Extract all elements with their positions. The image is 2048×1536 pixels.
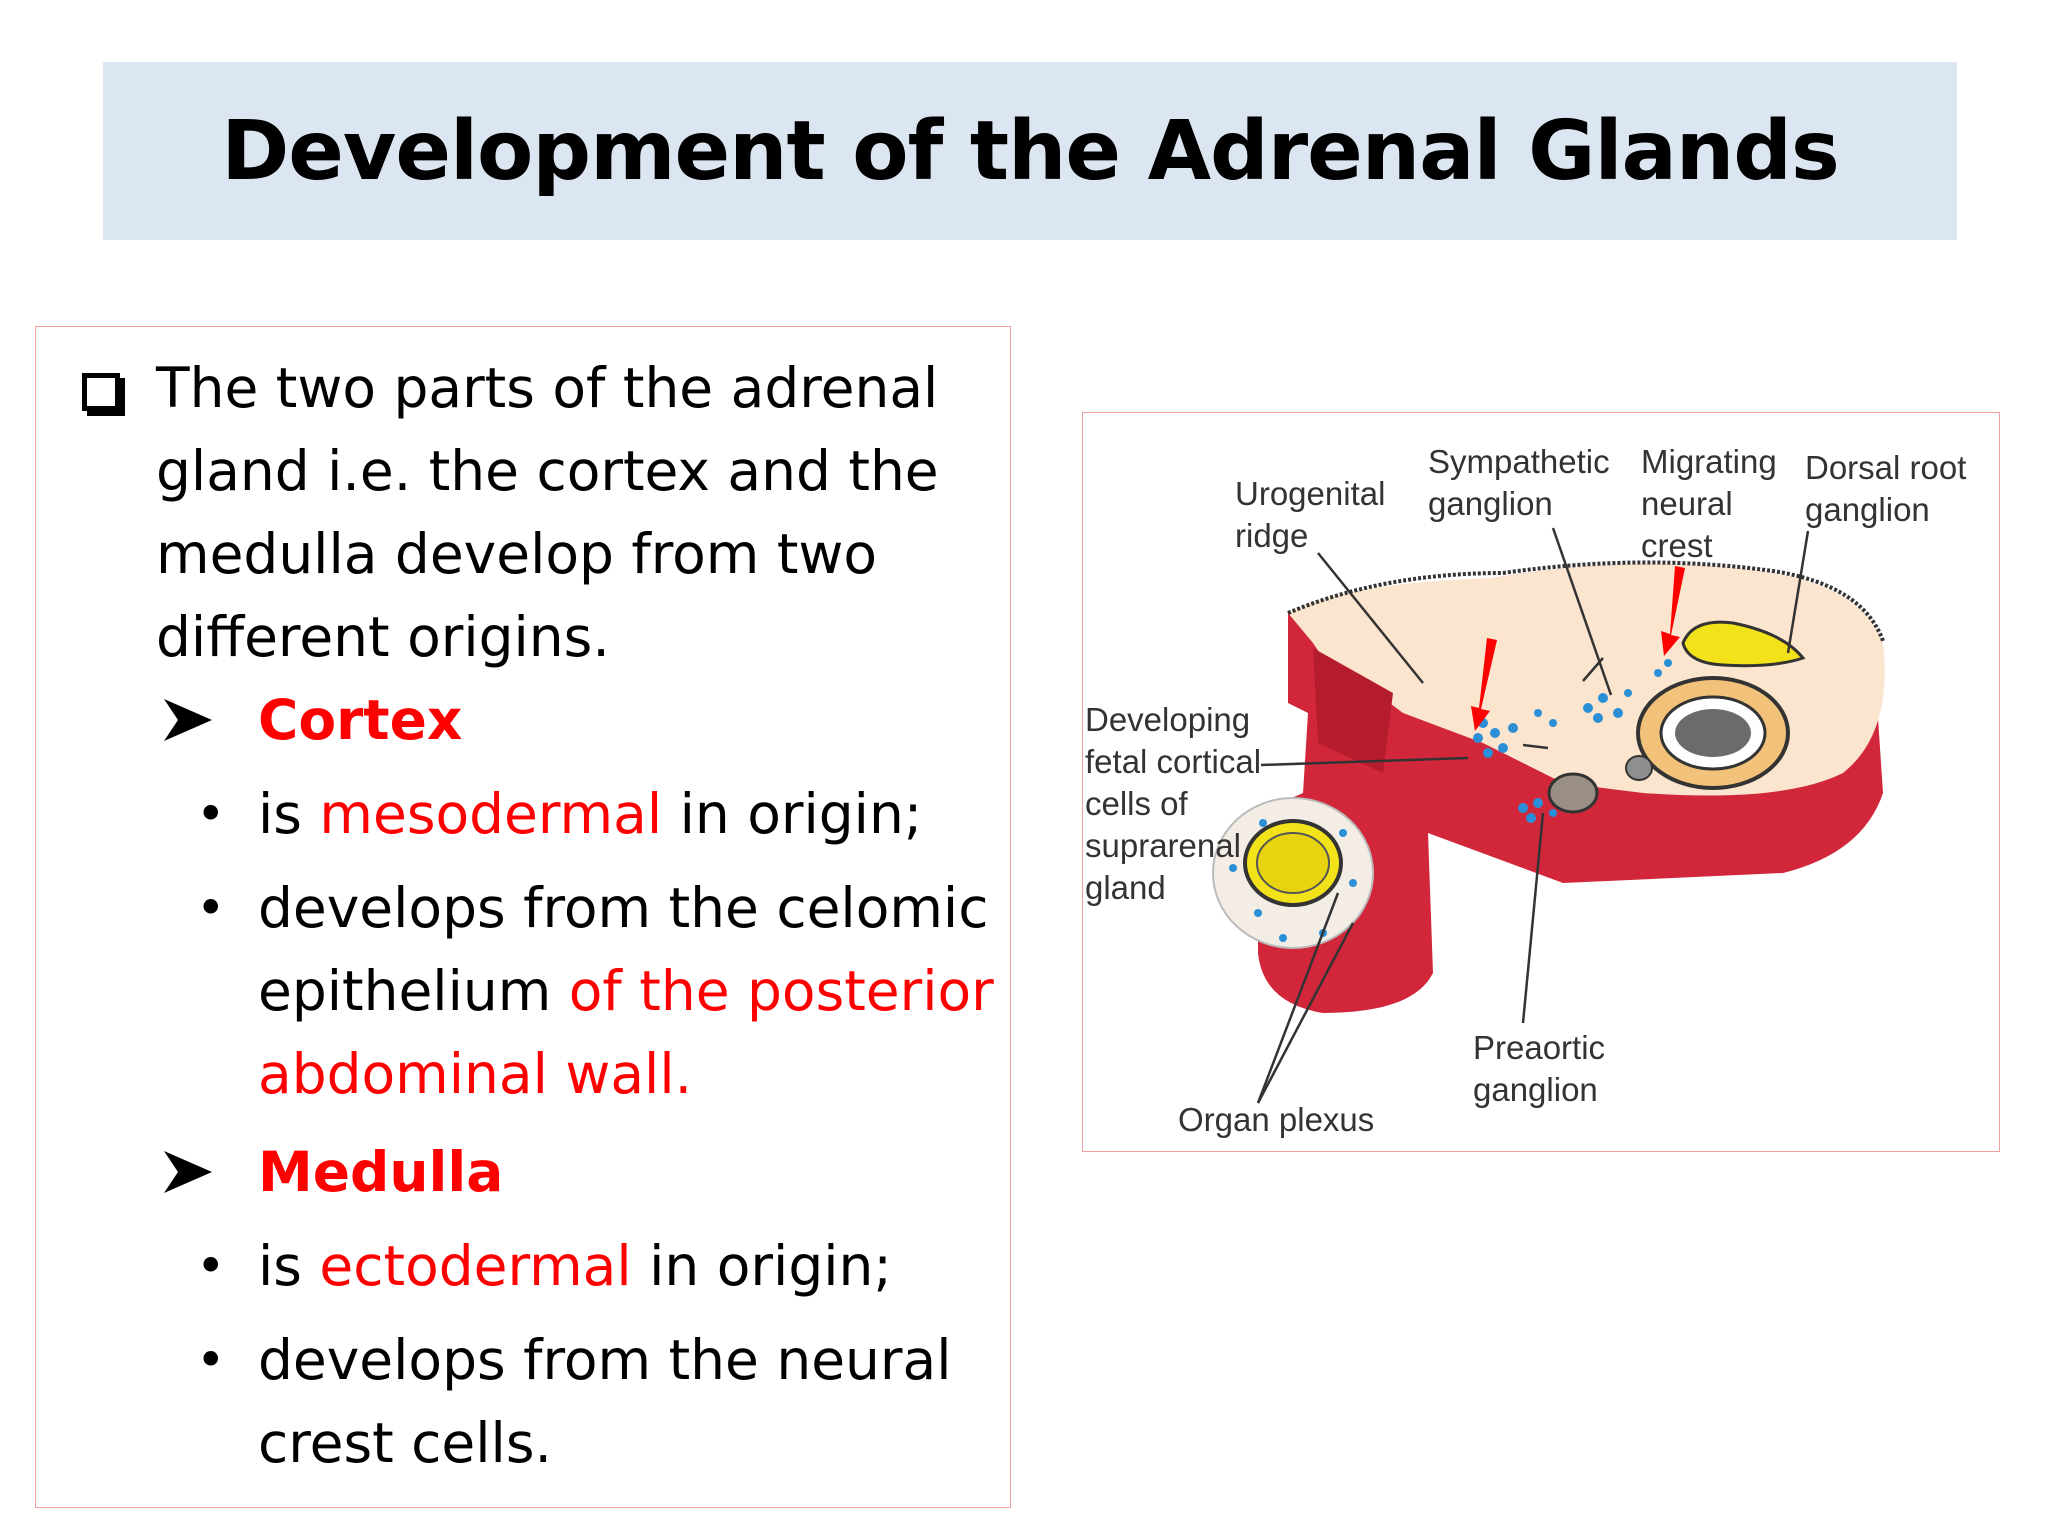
dot-bullet-icon: • xyxy=(196,785,226,843)
label-organ-plexus: Organ plexus xyxy=(1178,1101,1374,1138)
cortex-develops-text: develops from the celomic epithelium of … xyxy=(258,867,998,1116)
label-dorsal-2: ganglion xyxy=(1805,491,1930,528)
medulla-heading: Medulla xyxy=(258,1140,504,1204)
label-sympathetic-2: ganglion xyxy=(1428,485,1553,522)
label-sympathetic-1: Sympathetic xyxy=(1428,443,1610,480)
intro-text: The two parts of the adrenal gland i.e. … xyxy=(156,356,939,669)
arrow-bullet-icon xyxy=(164,699,212,741)
label-developing-4: suprarenal xyxy=(1085,827,1241,864)
cortex-develops-highlight: of the posterior abdominal wall. xyxy=(258,959,994,1106)
title-band: Development of the Adrenal Glands xyxy=(103,62,1957,240)
medulla-origin-prefix: is xyxy=(258,1234,320,1298)
label-migrating-1: Migrating xyxy=(1641,443,1777,480)
red-pointer-arrow-icon xyxy=(1471,566,1685,731)
cortex-origin-highlight: mesodermal xyxy=(319,782,663,846)
dot-bullet-icon: • xyxy=(196,1237,226,1295)
label-developing-5: gland xyxy=(1085,869,1166,906)
label-urogenital-2: ridge xyxy=(1235,517,1308,554)
label-migrating-3: crest xyxy=(1641,527,1713,564)
dorsal-root-ganglion-shape xyxy=(1681,620,1806,668)
dot-bullet-icon: • xyxy=(196,879,226,937)
label-preaortic-2: ganglion xyxy=(1473,1071,1598,1108)
spinal-cord-section xyxy=(1636,676,1790,790)
intro-item: The two parts of the adrenal gland i.e. … xyxy=(60,347,980,679)
medulla-origin-text: is ectodermal in origin; xyxy=(258,1225,998,1308)
medulla-origin-highlight: ectodermal xyxy=(319,1234,632,1298)
checkbox-bullet-icon xyxy=(82,373,120,411)
label-preaortic-1: Preaortic xyxy=(1473,1029,1605,1066)
developing-cortical-cells xyxy=(1212,797,1374,949)
leader-lines xyxy=(1256,527,1810,1104)
label-dorsal-1: Dorsal root xyxy=(1805,449,1966,486)
label-developing-2: fetal cortical xyxy=(1085,743,1261,780)
preaortic-ganglion-shape xyxy=(1547,755,1653,814)
label-urogenital-1: Urogenital xyxy=(1235,475,1385,512)
cortex-origin-prefix: is xyxy=(258,782,320,846)
cortex-heading: Cortex xyxy=(258,688,463,752)
label-migrating-2: neural xyxy=(1641,485,1733,522)
diagram-canvas: Urogenital ridge Sympathetic ganglion Mi… xyxy=(1085,443,1966,1138)
medulla-origin-suffix: in origin; xyxy=(631,1234,892,1298)
cortex-origin-text: is mesodermal in origin; xyxy=(258,773,998,856)
cortex-develops-plain: develops from the celomic epithelium xyxy=(258,876,989,1023)
adrenal-development-diagram: Urogenital ridge Sympathetic ganglion Mi… xyxy=(1082,412,2000,1152)
label-developing-1: Developing xyxy=(1085,701,1250,738)
cortex-origin-suffix: in origin; xyxy=(662,782,923,846)
arrow-bullet-icon xyxy=(164,1151,212,1193)
medulla-develops-text: develops from the neural crest cells. xyxy=(258,1328,952,1475)
label-developing-3: cells of xyxy=(1085,785,1189,822)
text-panel: The two parts of the adrenal gland i.e. … xyxy=(35,326,1011,1508)
slide-title: Development of the Adrenal Glands xyxy=(221,103,1840,199)
dot-bullet-icon: • xyxy=(196,1331,226,1389)
